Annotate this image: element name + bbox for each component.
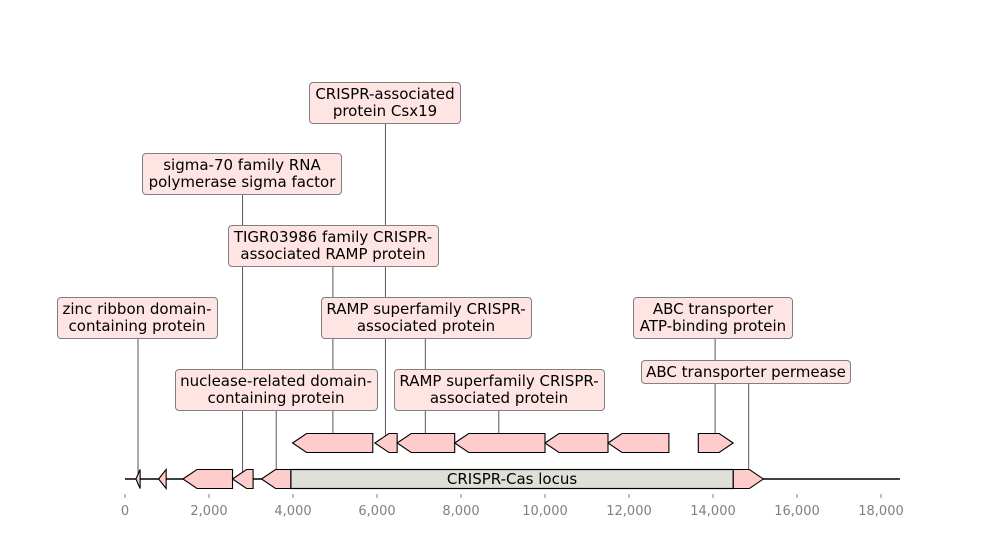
annotation-text-line: associated protein <box>356 317 496 335</box>
axis-tick-label: 12,000 <box>606 504 652 519</box>
axis-tick-label: 10,000 <box>522 504 568 519</box>
gene-arrow <box>260 468 292 490</box>
gene-arrow <box>544 432 609 454</box>
axis-tick-label: 14,000 <box>690 504 736 519</box>
locus-label: CRISPR-Cas locus <box>447 470 577 488</box>
gene-arrows <box>135 432 765 491</box>
annotation-text-line: CRISPR-associated <box>315 85 455 103</box>
bp-axis: 0 2,000 4,000 6,000 8,000 10,000 12,000 14,000 1… <box>121 494 904 519</box>
gene-arrow <box>607 432 670 454</box>
annotation-text-line: ABC transporter permease <box>646 362 846 381</box>
annotation-text-line: protein Csx19 <box>332 102 438 120</box>
axis-tick-label: 6,000 <box>358 504 395 519</box>
axis-tick-label: 4,000 <box>274 504 311 519</box>
annotation-callout: RAMP superfamily CRISPR-associated prote… <box>393 369 605 411</box>
gene-arrow <box>291 432 374 454</box>
annotation-text-line: ABC transporter <box>652 300 774 318</box>
annotation-text-line: sigma-70 family RNA <box>163 156 321 174</box>
gene-arrow <box>373 432 398 454</box>
annotation-text-line: RAMP superfamily CRISPR- <box>399 372 599 390</box>
gene-arrow <box>396 432 456 454</box>
gene-arrow <box>231 468 254 490</box>
axis-tick-label: 8,000 <box>442 504 479 519</box>
annotation-text-line: associated RAMP protein <box>240 245 426 263</box>
gene-arrow <box>732 468 765 490</box>
crispr-cas-locus: CRISPR-Cas locus <box>290 468 734 490</box>
annotation-text-line: associated protein <box>429 389 569 407</box>
annotation-callout: ABC transporter permease <box>641 360 851 384</box>
annotation-text-line: containing protein <box>207 389 345 407</box>
axis-tick-label: 16,000 <box>774 504 820 519</box>
annotation-text-line: zinc ribbon domain- <box>62 300 212 318</box>
axis-tick-label: 0 <box>121 504 129 519</box>
annotation-text-line: nuclease-related domain- <box>180 372 372 390</box>
axis-tick-label: 2,000 <box>190 504 227 519</box>
gene-arrow <box>157 467 167 491</box>
gene-arrow <box>181 468 234 490</box>
annotation-callout: zinc ribbon domain-containing protein <box>56 297 218 339</box>
annotation-text-line: containing protein <box>68 317 206 335</box>
annotation-text-line: ATP-binding protein <box>639 317 787 335</box>
annotation-callout: nuclease-related domain-containing prote… <box>174 369 378 411</box>
annotation-callout: RAMP superfamily CRISPR-associated prote… <box>320 297 532 339</box>
axis-tick-label: 18,000 <box>858 504 904 519</box>
annotation-text-line: polymerase sigma factor <box>148 173 336 191</box>
gene-arrow <box>135 469 141 489</box>
gene-arrow <box>697 432 735 454</box>
gene-arrow <box>453 432 546 454</box>
annotation-text-line: TIGR03986 family CRISPR- <box>233 228 433 246</box>
annotation-text-line: RAMP superfamily CRISPR- <box>326 300 526 318</box>
annotation-callout: TIGR03986 family CRISPR-associated RAMP … <box>227 225 439 267</box>
locus-box <box>290 468 734 490</box>
